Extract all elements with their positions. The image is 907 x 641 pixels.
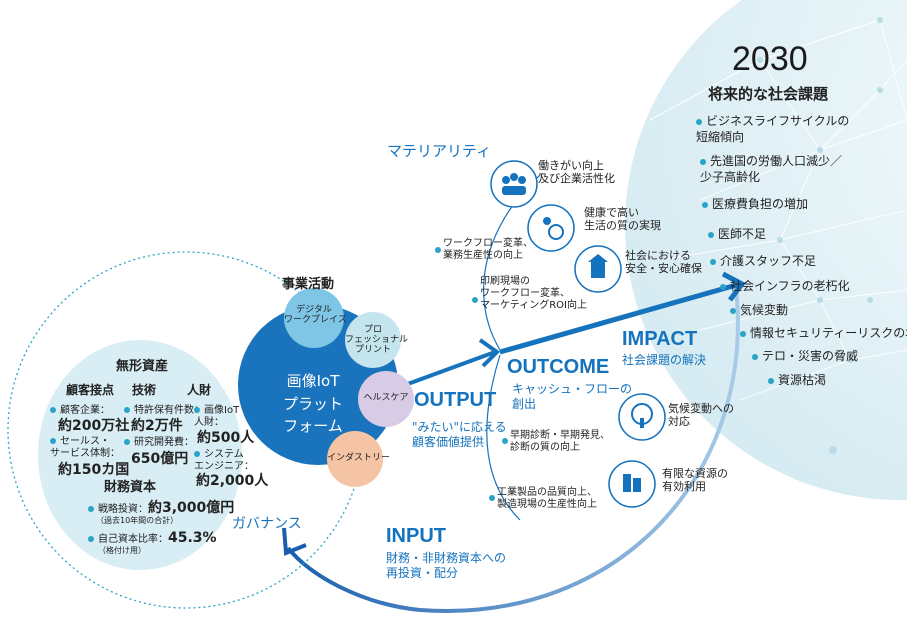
healthcare-label: ヘルスケア: [363, 393, 409, 403]
people-value-2: 約2,000人: [196, 473, 269, 489]
issue-2: 先進国の労働人口減少／ 少子高齢化: [700, 154, 843, 185]
platform-label: 画像IoT プラット フォーム: [282, 372, 343, 435]
outcome-diagnosis: 早期診断・早期発見、 診断の質の向上: [510, 430, 610, 453]
materiality-item-5: 有限な資源の 有効利用: [662, 467, 728, 494]
people-value-1: 約500人: [197, 430, 255, 446]
output-title: OUTPUT: [414, 389, 497, 411]
sphere-network-dots: [757, 17, 883, 454]
outcome-industry: 工業製品の品質向上、 製造現場の生産性向上: [497, 487, 597, 510]
tech-value-2: 650億円: [131, 451, 189, 467]
materiality-item-3: 社会における 安全・安心確保: [625, 249, 702, 276]
output-arrow: [404, 350, 496, 387]
issue-10: 資源枯渇: [778, 373, 827, 387]
outcome-impact-arrow: [499, 281, 741, 355]
outcome-subtitle: キャッシュ・フローの 創出: [512, 382, 633, 411]
tech-value-1: 約2万件: [131, 418, 183, 434]
customer-value-1: 約200万社: [58, 418, 130, 434]
materiality-item-4: 気候変動への 対応: [668, 402, 734, 429]
industry-label: インダストリー: [327, 453, 391, 463]
issue-6: 社会インフラの老朽化: [730, 279, 850, 293]
issue-item: 社会インフラの老朽化: [720, 279, 850, 294]
materiality-title: マテリアリティ: [387, 142, 492, 160]
tech-label-1: 特許保有件数：: [124, 405, 204, 417]
outcome-dots: [435, 247, 508, 501]
outcome-print: 印刷現場の ワークフロー変革、 マーケティングROI向上: [480, 276, 587, 311]
tech-header: 技術: [132, 383, 157, 397]
issue-item: テロ・災害の脅威: [752, 349, 859, 364]
financial-title: 財務資本: [104, 480, 157, 495]
customer-label-1-text: 顧客企業：: [60, 405, 110, 416]
people-label-2-text: システム エンジニア：: [194, 449, 254, 472]
issue-item: 医療費負担の増加: [702, 197, 809, 212]
financial-label-1-text: 戦略投資：: [98, 504, 148, 515]
people-header: 人財: [187, 383, 212, 397]
future-sphere: [625, 0, 907, 500]
impact-subtitle: 社会課題の解決: [622, 353, 707, 367]
digital-workplace-label: デジタル ワークプレイス: [284, 305, 347, 325]
icon-glyphs: [502, 173, 653, 492]
materiality-item-1: 働きがい向上 及び企業活性化: [538, 159, 615, 186]
outcome-workflow: ワークフロー変革、 業務生産性の向上: [443, 238, 533, 261]
business-title: 事業活動: [282, 277, 335, 292]
tech-label-1-text: 特許保有件数：: [134, 405, 204, 416]
people-label-1-text: 画像IoT 人財：: [194, 405, 240, 428]
financial-label-2: 自己資本比率：45.3%: [88, 530, 217, 547]
issue-9: テロ・災害の脅威: [762, 349, 859, 363]
input-return-arc: [286, 279, 740, 613]
issue-5: 介護スタッフ不足: [720, 254, 817, 268]
financial-note-1: （過去10年間の合計）: [96, 516, 179, 525]
impact-title: IMPACT: [622, 328, 698, 350]
intangible-area: [38, 340, 242, 570]
customer-header: 顧客接点: [66, 383, 115, 397]
outcome-title: OUTCOME: [507, 356, 610, 378]
financial-note-2: （格付け用）: [98, 546, 146, 555]
financial-value-1: 約3,000億円: [148, 500, 235, 516]
issue-7: 気候変動: [740, 303, 789, 317]
people-label-2: システム エンジニア：: [194, 449, 254, 473]
customer-value-2: 約150カ国: [58, 462, 130, 478]
customer-label-1: 顧客企業：: [50, 405, 110, 417]
target-year: 2030: [732, 40, 808, 78]
customer-label-2: セールス・ サービス体制：: [50, 436, 120, 460]
issue-item: 資源枯渇: [768, 373, 827, 388]
issue-item: 先進国の労働人口減少／ 少子高齢化: [700, 153, 842, 185]
industry-bubble: [327, 431, 383, 487]
issue-item: 情報セキュリティーリスクの増大: [740, 326, 907, 341]
tech-label-2-text: 研究開発費：: [134, 437, 194, 448]
future-issues-title: 将来的な社会課題: [708, 85, 829, 103]
issue-item: ビジネスライフサイクルの 短縮傾向: [696, 113, 849, 145]
issue-1: ビジネスライフサイクルの 短縮傾向: [696, 114, 850, 145]
output-arrowhead: [478, 338, 501, 368]
impact-arrowhead: [721, 271, 746, 302]
issue-3: 医療費負担の増加: [712, 197, 809, 211]
issue-4: 医師不足: [718, 227, 767, 241]
intangible-title: 無形資産: [116, 359, 169, 374]
input-subtitle: 財務・非財務資本への 再投資・配分: [386, 551, 507, 580]
materiality-item-2: 健康で高い 生活の質の実現: [584, 206, 661, 233]
pro-print-bubble: [345, 312, 401, 368]
issue-item: 気候変動: [730, 303, 789, 318]
pro-print-label: プロ フェッショナル プリント: [345, 325, 409, 355]
digital-workplace-bubble: [284, 288, 344, 348]
input-title: INPUT: [386, 525, 446, 547]
input-arrowhead: [282, 527, 307, 556]
financial-label-1: 戦略投資：約3,000億円: [88, 500, 234, 517]
issue-item: 介護スタッフ不足: [710, 254, 817, 269]
governance-label: ガバナンス: [232, 516, 302, 532]
customer-label-2-text: セールス・ サービス体制：: [50, 436, 120, 459]
financial-value-2: 45.3%: [168, 530, 217, 546]
issue-8: 情報セキュリティーリスクの増大: [750, 326, 907, 340]
people-label-1: 画像IoT 人財：: [194, 405, 239, 429]
tech-label-2: 研究開発費：: [124, 437, 194, 449]
issue-item: 医師不足: [708, 227, 767, 242]
healthcare-bubble: [358, 371, 414, 427]
outcome-lower-curve: [486, 354, 521, 521]
financial-label-2-text: 自己資本比率：: [98, 534, 168, 545]
output-subtitle: "みたい"に応える 顧客価値提供: [412, 420, 507, 449]
